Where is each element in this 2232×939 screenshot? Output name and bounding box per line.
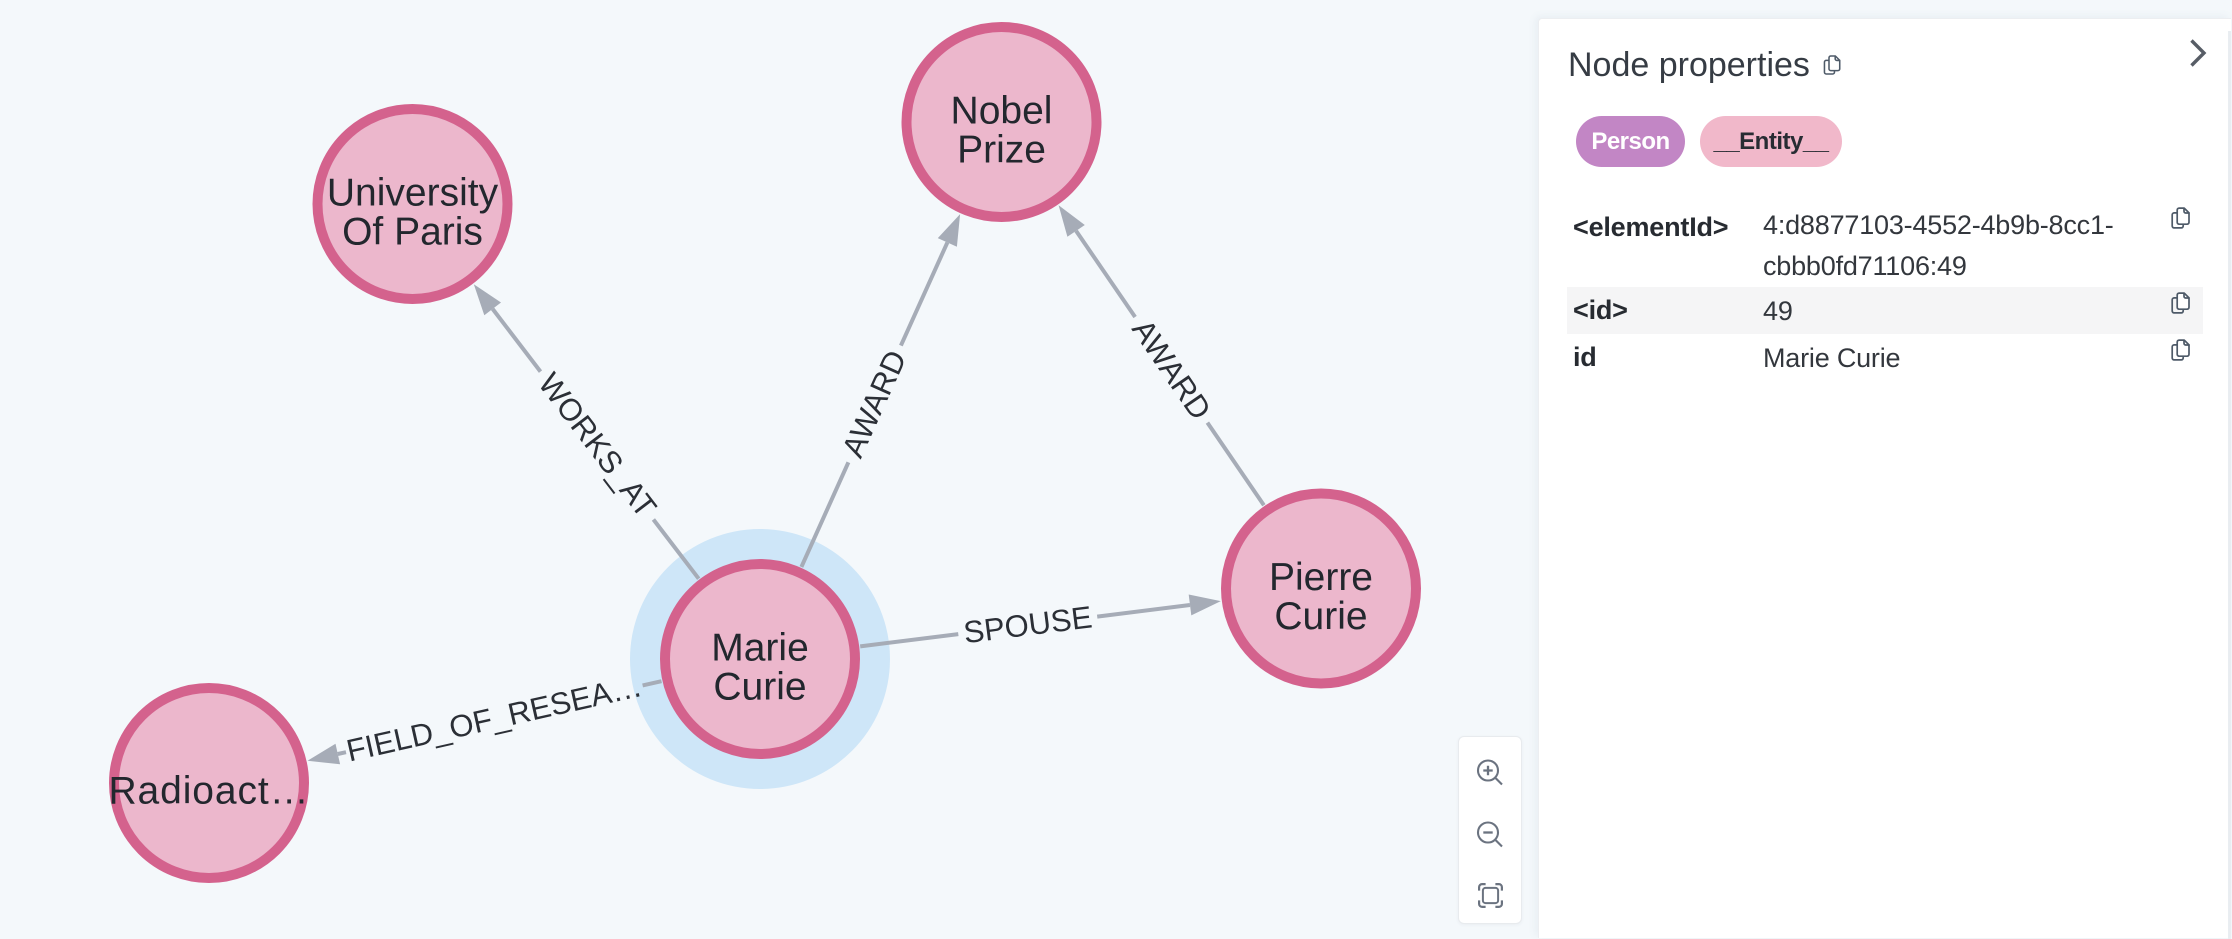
- svg-text:AWARD: AWARD: [1125, 313, 1218, 426]
- svg-text:WORKS_AT: WORKS_AT: [531, 366, 663, 524]
- svg-text:Nobel: Nobel: [951, 90, 1053, 133]
- svg-text:Curie: Curie: [1274, 595, 1367, 638]
- svg-text:Radioact…: Radioact…: [108, 770, 309, 813]
- svg-text:Curie: Curie: [713, 666, 806, 709]
- svg-text:Marie: Marie: [711, 627, 809, 670]
- svg-text:Prize: Prize: [957, 129, 1046, 172]
- svg-text:Pierre: Pierre: [1269, 556, 1373, 599]
- svg-text:FIELD_OF_RESEA…: FIELD_OF_RESEA…: [343, 668, 645, 768]
- svg-text:SPOUSE: SPOUSE: [961, 599, 1094, 650]
- svg-text:University: University: [327, 172, 499, 215]
- svg-text:AWARD: AWARD: [835, 345, 913, 462]
- svg-text:Of Paris: Of Paris: [342, 211, 483, 254]
